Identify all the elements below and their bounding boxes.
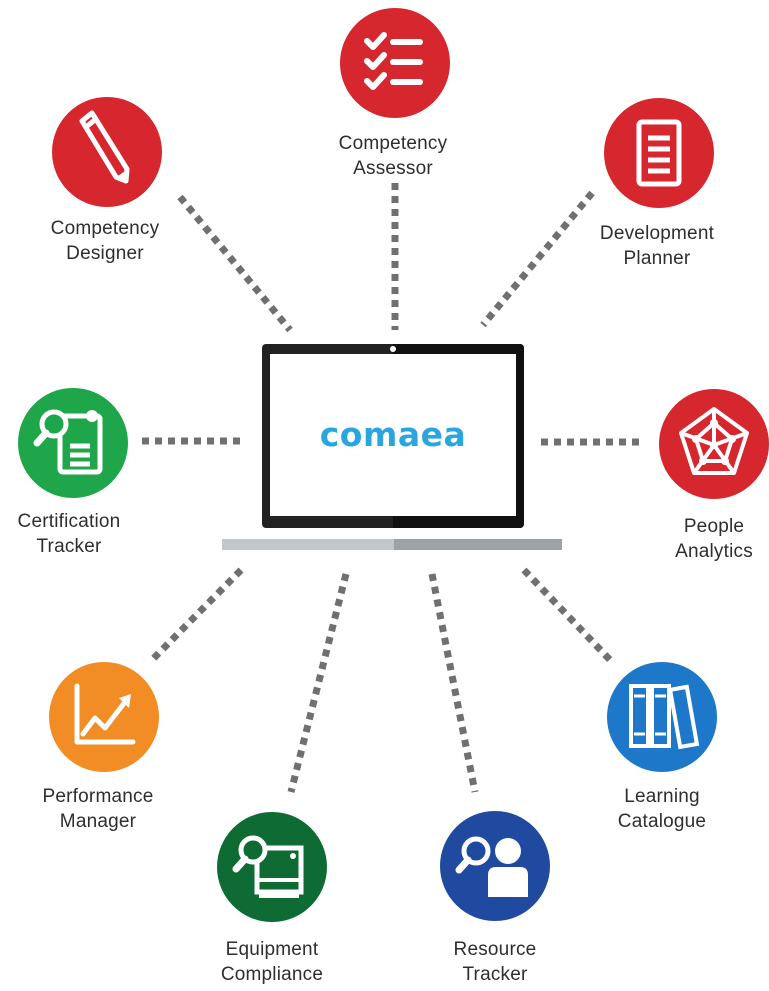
connector-competency-designer bbox=[177, 194, 293, 333]
connector-resource-tracker bbox=[428, 573, 479, 793]
camera-dot bbox=[390, 346, 396, 352]
pencil-icon[interactable] bbox=[52, 97, 162, 207]
connector-development-planner bbox=[480, 190, 595, 328]
equipment-search-icon[interactable] bbox=[217, 812, 327, 922]
connector-performance-manager bbox=[147, 567, 244, 665]
person-search-icon[interactable] bbox=[440, 811, 550, 921]
document-icon[interactable] bbox=[604, 98, 714, 208]
connector-equipment-compliance bbox=[287, 573, 350, 793]
network-pentagon-icon[interactable] bbox=[659, 389, 769, 499]
growth-chart-icon[interactable] bbox=[49, 662, 159, 772]
checklist-icon[interactable] bbox=[340, 8, 450, 118]
laptop-display: comaea bbox=[270, 354, 516, 516]
brand-logo: comaea bbox=[319, 415, 467, 454]
connector-learning-catalogue bbox=[521, 567, 615, 665]
certificate-search-icon[interactable] bbox=[18, 388, 128, 498]
laptop-base bbox=[222, 539, 562, 550]
laptop-screen: comaea bbox=[262, 344, 524, 528]
binders-icon[interactable] bbox=[607, 662, 717, 772]
